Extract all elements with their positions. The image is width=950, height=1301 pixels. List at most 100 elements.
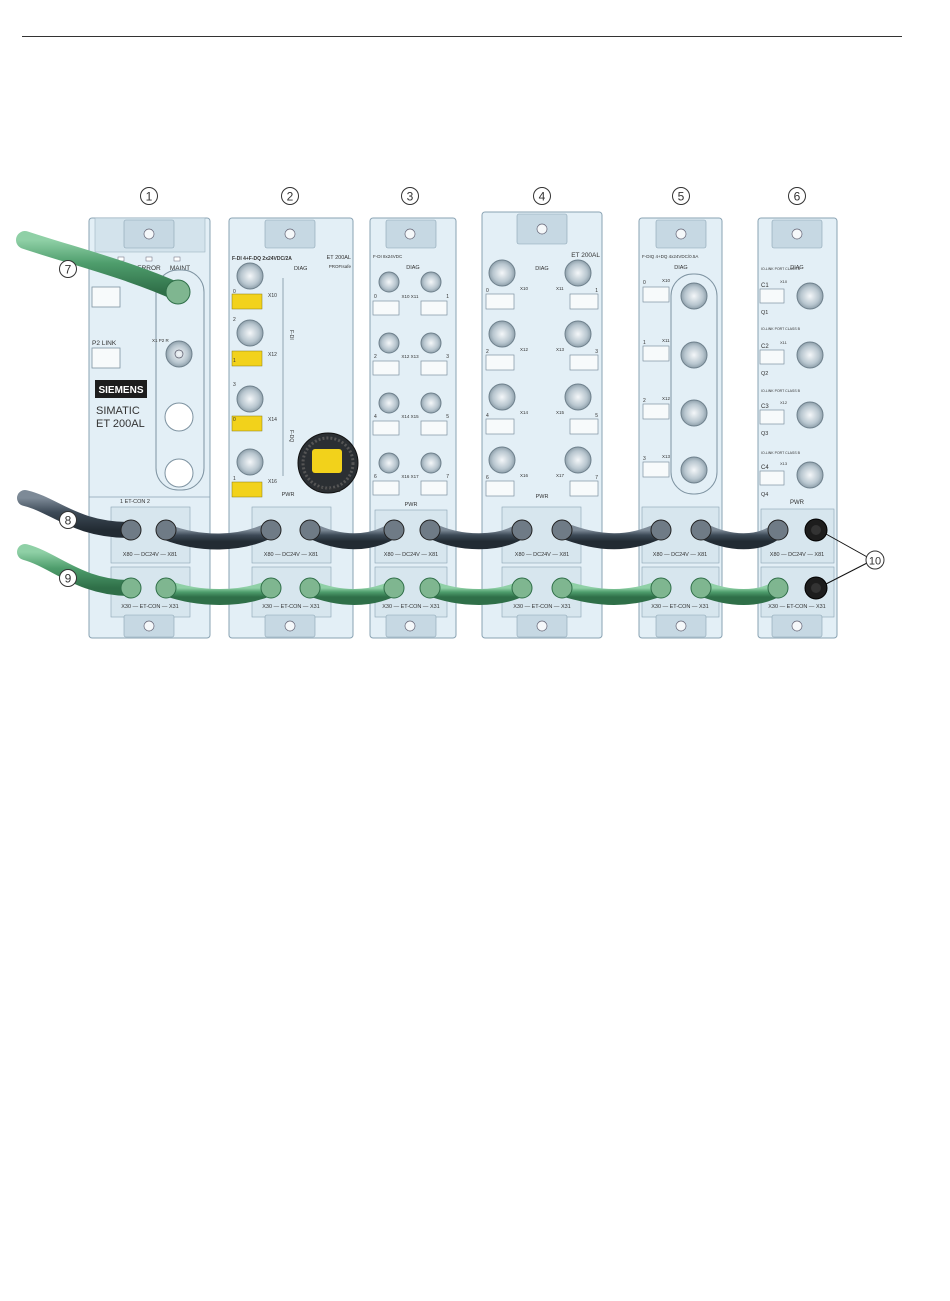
callout-10: 10: [865, 550, 885, 570]
svg-text:PWR: PWR: [790, 500, 805, 506]
svg-text:2: 2: [486, 349, 489, 355]
svg-text:6: 6: [374, 474, 377, 480]
svg-text:X80 — DC24V — X81: X80 — DC24V — X81: [384, 552, 438, 558]
mount-screw-icon: [404, 620, 416, 632]
module-6-iolink: DIAG IO-LINK PORT CLASS B IO-LINK PORT C…: [757, 217, 838, 639]
mount-screw-icon: [791, 228, 803, 240]
m8-socket-icon[interactable]: [420, 452, 442, 474]
p2-link-window: [91, 347, 121, 369]
svg-text:7: 7: [595, 475, 598, 481]
m12-socket-icon[interactable]: [488, 259, 516, 287]
socket-p2-icon[interactable]: [165, 340, 193, 368]
blank-socket-icon: [164, 458, 194, 488]
svg-text:X30 — ET-CON — X31: X30 — ET-CON — X31: [513, 604, 570, 610]
cable-plugs: [120, 279, 789, 599]
callout-4: 4: [533, 187, 551, 205]
svg-text:X16 X17: X16 X17: [401, 474, 419, 479]
svg-text:8: 8: [65, 514, 72, 528]
svg-text:X12: X12: [780, 400, 788, 405]
svg-text:2: 2: [233, 317, 236, 323]
svg-text:1: 1: [233, 476, 236, 482]
svg-text:X14: X14: [268, 417, 277, 423]
svg-text:X11: X11: [556, 286, 564, 291]
m12-socket-icon[interactable]: [236, 448, 264, 476]
svg-text:X80 — DC24V — X81: X80 — DC24V — X81: [515, 552, 569, 558]
m12-socket-icon[interactable]: [680, 282, 708, 310]
socket-column: [796, 282, 824, 489]
mount-screw-icon: [284, 228, 296, 240]
svg-text:4: 4: [486, 413, 489, 419]
svg-text:X10: X10: [268, 293, 277, 299]
svg-text:3: 3: [595, 349, 598, 355]
label-windows: [372, 300, 448, 496]
mount-screw-icon: [284, 620, 296, 632]
svg-text:2: 2: [643, 398, 646, 404]
svg-text:F-DI 8x24VDC: F-DI 8x24VDC: [373, 254, 403, 259]
m12-socket-icon[interactable]: [564, 320, 592, 348]
label-windows: [759, 288, 785, 486]
m12-socket-icon[interactable]: [236, 262, 264, 290]
svg-text:C3: C3: [761, 404, 769, 410]
m8-socket-icon[interactable]: [420, 392, 442, 414]
svg-text:1: 1: [446, 294, 449, 300]
bus-connector-label: X30 — ET-CON — X31: [121, 604, 178, 610]
m12-socket-icon[interactable]: [796, 341, 824, 369]
svg-text:PWR: PWR: [282, 492, 295, 498]
profisafe-label: PROFIsafe: [329, 264, 352, 269]
svg-text:2: 2: [287, 190, 294, 204]
svg-text:X30 — ET-CON — X31: X30 — ET-CON — X31: [262, 604, 319, 610]
m8-socket-icon[interactable]: [378, 392, 400, 414]
m12-socket-icon[interactable]: [680, 341, 708, 369]
svg-text:3: 3: [446, 354, 449, 360]
product-line-et200al: ET 200AL: [96, 418, 145, 430]
m12-socket-icon[interactable]: [488, 383, 516, 411]
siemens-logo: [95, 380, 147, 398]
m12-socket-icon[interactable]: [488, 320, 516, 348]
m12-socket-icon[interactable]: [796, 461, 824, 489]
svg-text:5: 5: [595, 413, 598, 419]
svg-text:X80 — DC24V — X81: X80 — DC24V — X81: [770, 552, 824, 558]
m8-socket-icon[interactable]: [378, 452, 400, 474]
svg-text:9: 9: [65, 572, 72, 586]
svg-text:X13: X13: [556, 347, 565, 352]
m12-socket-icon[interactable]: [680, 456, 708, 484]
m12-socket-icon[interactable]: [564, 383, 592, 411]
svg-text:X30 — ET-CON — X31: X30 — ET-CON — X31: [768, 604, 825, 610]
m8-socket-icon[interactable]: [378, 271, 400, 293]
m8-socket-icon[interactable]: [420, 271, 442, 293]
callout-7: 7: [59, 260, 77, 278]
m8-socket-icon[interactable]: [420, 332, 442, 354]
led-maint-label: MAINT: [170, 265, 190, 272]
svg-text:X10: X10: [780, 279, 788, 284]
callout-9: 9: [59, 569, 77, 587]
svg-text:1: 1: [643, 340, 646, 346]
svg-text:F-DQ: F-DQ: [288, 430, 294, 442]
svg-text:IO-LINK PORT CLASS B: IO-LINK PORT CLASS B: [761, 327, 801, 331]
m8-socket-icon[interactable]: [378, 332, 400, 354]
m12-socket-icon[interactable]: [796, 401, 824, 429]
svg-text:3: 3: [643, 456, 646, 462]
socket-column: [236, 262, 264, 476]
svg-text:0: 0: [486, 288, 489, 294]
svg-text:Q4: Q4: [761, 492, 768, 498]
m12-socket-icon[interactable]: [488, 446, 516, 474]
svg-text:6: 6: [794, 190, 801, 204]
svg-text:0: 0: [374, 294, 377, 300]
m12-socket-icon[interactable]: [236, 319, 264, 347]
svg-text:1: 1: [595, 288, 598, 294]
product-label: ET 200AL: [327, 255, 351, 261]
m12-socket-icon[interactable]: [564, 446, 592, 474]
m12-socket-icon[interactable]: [564, 259, 592, 287]
m12-socket-icon[interactable]: [236, 385, 264, 413]
mount-screw-icon: [536, 223, 548, 235]
cover-caps: [804, 518, 870, 600]
svg-text:X17: X17: [556, 473, 565, 478]
m12-socket-icon[interactable]: [680, 399, 708, 427]
svg-text:SIEMENS: SIEMENS: [98, 385, 143, 396]
svg-text:PWR: PWR: [405, 502, 418, 508]
svg-text:4: 4: [374, 414, 377, 420]
mount-screw-icon: [791, 620, 803, 632]
m12-socket-icon[interactable]: [796, 282, 824, 310]
svg-text:7: 7: [446, 474, 449, 480]
profinet-cable: [16, 231, 187, 301]
